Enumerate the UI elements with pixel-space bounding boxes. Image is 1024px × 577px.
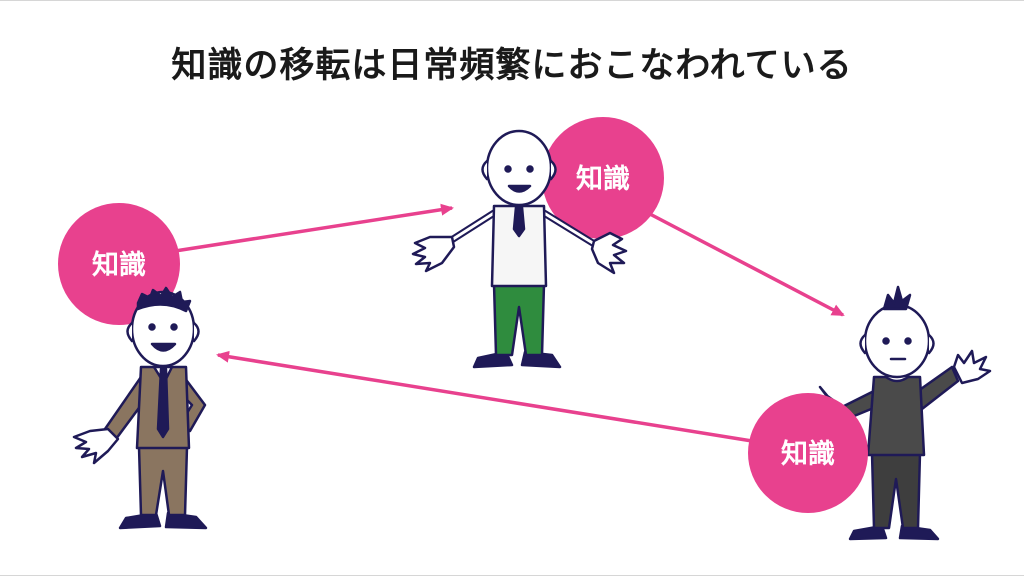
right-pants xyxy=(870,451,922,530)
center-ear-left xyxy=(481,159,489,181)
left-pants xyxy=(137,445,189,517)
right-arm-right xyxy=(916,365,960,411)
center-mouth xyxy=(507,184,532,193)
arrow-right-to-left xyxy=(216,350,753,443)
right-head xyxy=(863,303,931,379)
right-hair xyxy=(882,285,912,311)
left-tie xyxy=(156,367,170,439)
left-hair xyxy=(136,286,192,313)
person-center xyxy=(411,129,628,369)
page-title: 知識の移転は日常頻繁におこなわれている xyxy=(171,46,853,86)
center-head xyxy=(485,129,553,207)
person-right xyxy=(810,285,992,541)
center-ear-right xyxy=(549,159,557,181)
center-hand-left xyxy=(411,235,456,273)
center-tie xyxy=(512,205,526,238)
knowledge-bubble-right: 知識 xyxy=(748,393,868,513)
left-hand-left xyxy=(72,427,120,465)
left-shoe-right xyxy=(164,511,208,530)
knowledge-bubble-right-label: 知識 xyxy=(781,439,835,470)
right-hand-right xyxy=(952,349,992,385)
person-left xyxy=(72,286,208,530)
center-shirt xyxy=(490,204,548,288)
right-sweater xyxy=(866,375,926,457)
center-hand-right xyxy=(590,231,628,275)
knowledge-bubble-center-label: 知識 xyxy=(576,164,630,195)
left-mouth xyxy=(150,342,177,352)
center-pants xyxy=(492,282,546,357)
knowledge-bubble-left-label: 知識 xyxy=(92,250,146,281)
knowledge-bubble-center: 知識 xyxy=(542,117,664,239)
arrow-left-to-center xyxy=(174,203,454,253)
arrow-center-to-right xyxy=(647,211,845,317)
